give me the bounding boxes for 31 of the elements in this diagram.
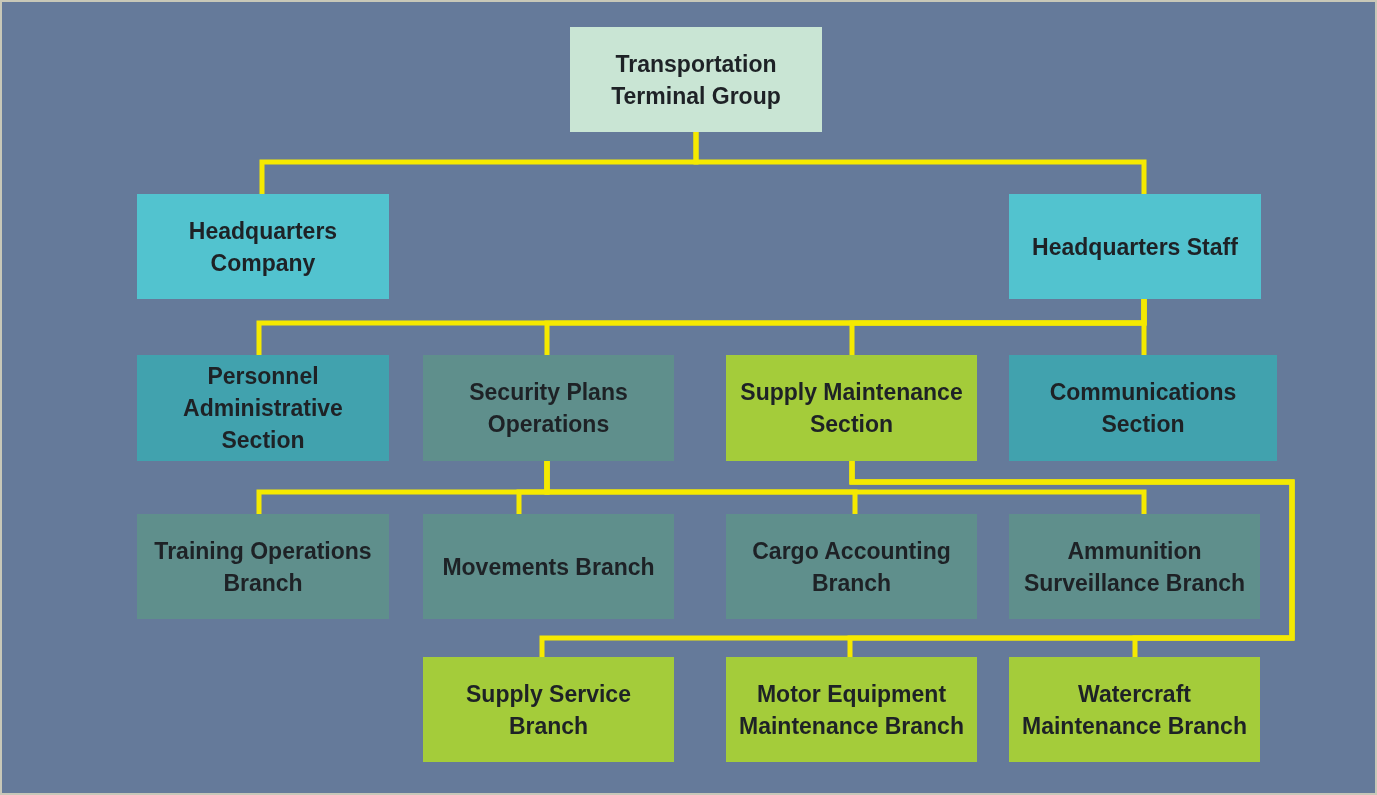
org-box (726, 657, 977, 762)
org-box (726, 355, 977, 461)
org-box (726, 514, 977, 619)
org-box (1009, 355, 1277, 461)
box-label: Motor Equipment Maintenance Branch (738, 679, 965, 741)
box-label: Personnel Administrative Section (182, 362, 344, 455)
org-box (137, 355, 389, 461)
connector-line (1141, 299, 1147, 355)
org-box (570, 27, 822, 132)
box-label: Security Plans Operations (468, 378, 629, 439)
box-label: Supply Service Branch (465, 679, 632, 741)
box-label: Watercraft Maintenance Branch (1021, 679, 1248, 741)
box-label: Headquarters Staff (1032, 232, 1238, 262)
connector-line (544, 461, 1147, 514)
box-label: Transportation Terminal Group (610, 49, 782, 111)
org-box (423, 514, 674, 619)
box-label: Ammunition Surveillance Branch (1022, 536, 1247, 598)
box-label: Cargo Accounting Branch (751, 536, 952, 598)
box-label: Supply Maintenance Section (739, 378, 964, 439)
org-box (1009, 657, 1260, 762)
org-box (137, 194, 389, 299)
org-box (137, 514, 389, 619)
org-box (1009, 194, 1261, 299)
org-box (423, 355, 674, 461)
connector-line (693, 132, 1147, 194)
box-label: Training Operations Branch (153, 536, 373, 598)
box-label: Communications Section (1048, 378, 1238, 439)
box-label: Headquarters Company (187, 216, 339, 278)
org-box (1009, 514, 1260, 619)
org-box (423, 657, 674, 762)
box-label: Movements Branch (442, 552, 655, 582)
